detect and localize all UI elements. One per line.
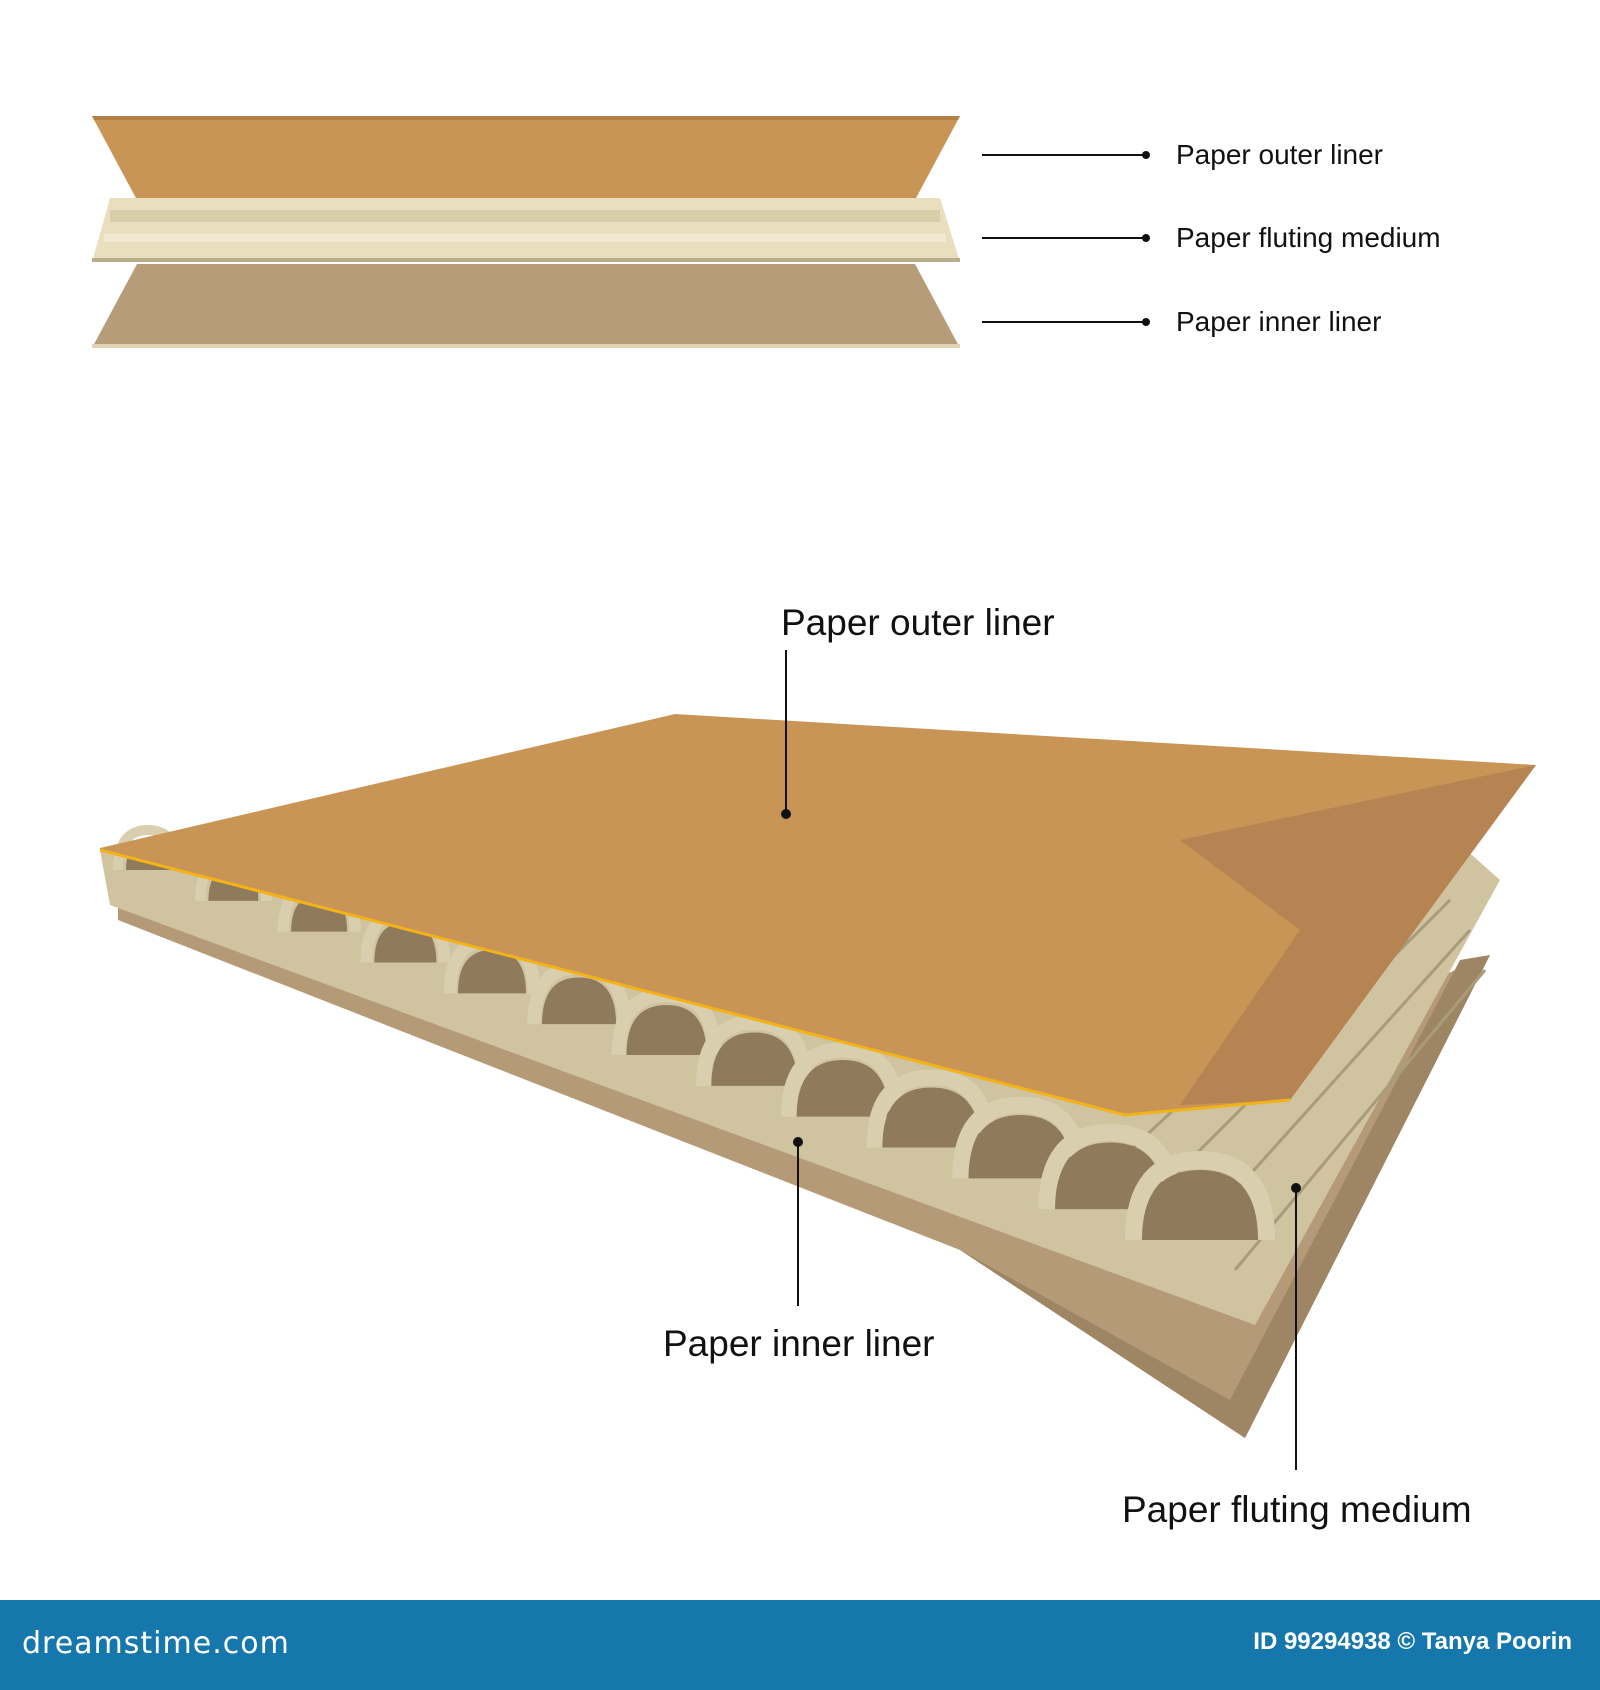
exploded-outer-liner-edge [92, 116, 960, 120]
watermark-brand: dreamstime.com [22, 1626, 290, 1661]
watermark-credit: ID 99294938 © Tanya Poorin [1253, 1628, 1572, 1655]
flute-arch-hollow [542, 977, 617, 1025]
flute-arch [1125, 1150, 1275, 1241]
leader-dot-persp-fluting [1291, 1183, 1301, 1193]
leader-dot-persp-outer [781, 809, 791, 819]
perspective-view: Paper outer liner Paper inner liner Pape… [99, 602, 1536, 1530]
perspective-outer-liner-edge [99, 848, 1291, 1117]
exploded-inner-liner [92, 264, 960, 348]
leader-dot-fluting [1142, 234, 1150, 242]
exploded-inner-liner-edge [92, 344, 960, 348]
leader-dot-outer [1142, 151, 1150, 159]
watermark-footer: dreamstime.com ID 99294938 © Tanya Poori… [0, 1600, 1600, 1690]
leader-dot-persp-inner [793, 1137, 803, 1147]
flute-arch-hollow [458, 950, 526, 994]
exploded-fluting-bottom-edge [92, 258, 960, 262]
flute-arch [696, 1015, 813, 1086]
exploded-fluting-band-2 [104, 234, 946, 242]
label-exploded-fluting: Paper fluting medium [1176, 222, 1441, 253]
flute-arch-hollow [711, 1032, 798, 1086]
exploded-fluting-band-1 [110, 210, 940, 222]
leader-dot-inner [1142, 318, 1150, 326]
exploded-fluting-medium [92, 198, 960, 262]
flute-arch-hollow [796, 1060, 889, 1117]
corrugated-board-diagram: Paper outer liner Paper fluting medium P… [92, 116, 1536, 1530]
flute-arch-hollow [1142, 1170, 1258, 1240]
label-exploded-outer: Paper outer liner [1176, 139, 1383, 170]
perspective-outer-liner-shade [1180, 765, 1536, 1105]
label-exploded-inner: Paper inner liner [1176, 306, 1381, 337]
perspective-inner-liner [118, 905, 1490, 1438]
perspective-outer-liner [100, 714, 1536, 1115]
flute-arch-hollow [882, 1087, 981, 1148]
exploded-view: Paper outer liner Paper fluting medium P… [92, 116, 1441, 348]
label-persp-inner: Paper inner liner [663, 1323, 934, 1364]
label-persp-outer: Paper outer liner [781, 602, 1055, 643]
exploded-outer-liner [92, 116, 960, 200]
label-persp-fluting: Paper fluting medium [1122, 1489, 1472, 1530]
flute-arch-hollow [626, 1005, 707, 1055]
